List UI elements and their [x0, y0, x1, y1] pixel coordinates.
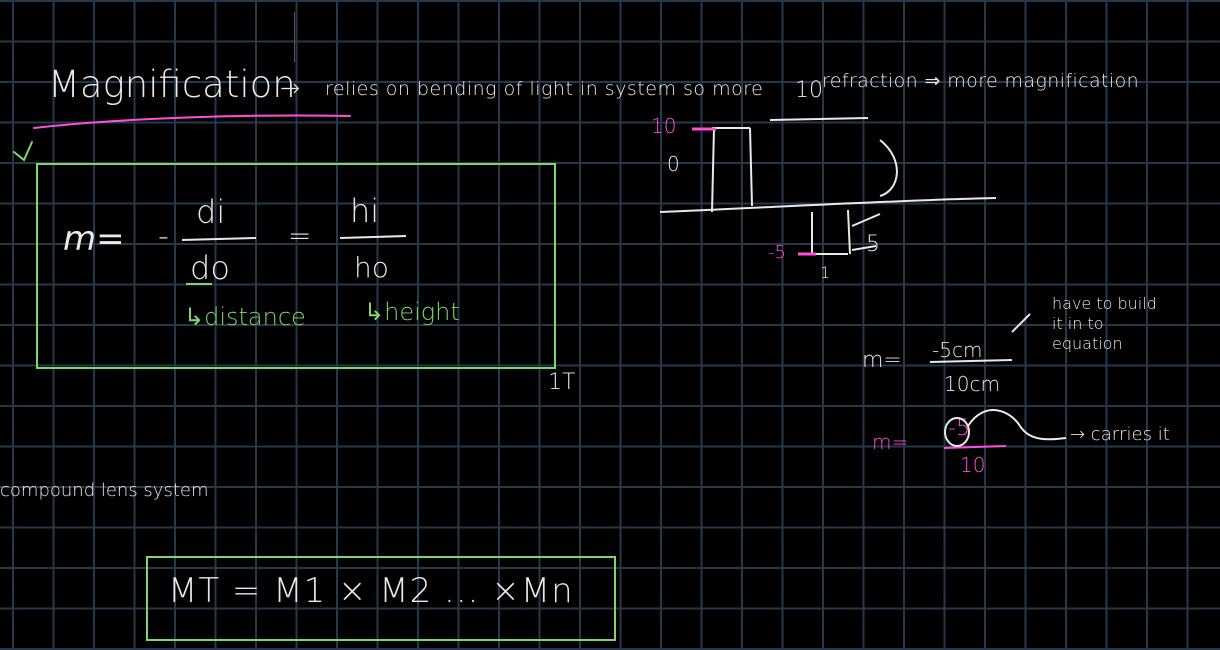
fraction-bar-left — [181, 237, 257, 241]
magnification-formula-box — [36, 163, 556, 369]
example-numerator-2: -5 — [948, 416, 970, 441]
bracket-5 — [851, 213, 881, 251]
example-numerator: -5cm — [932, 338, 983, 362]
lens-curve — [879, 139, 898, 197]
formula-rhs-numerator: hi — [350, 192, 380, 230]
example-fraction-bar-2 — [943, 445, 1007, 449]
example-fraction-bar — [929, 359, 1013, 363]
diagram-label-neg5: -5 — [768, 242, 786, 263]
example-denominator-2: 10 — [960, 453, 986, 477]
compound-heading: compound lens system — [0, 480, 209, 501]
example-denominator: 10cm — [944, 372, 1000, 396]
label-height: ↳height — [364, 298, 460, 326]
magnification-description: relies on bending of light in system so … — [325, 78, 764, 100]
compound-formula-box — [146, 556, 616, 641]
diagram-label-1: 1 — [820, 263, 831, 282]
principal-axis — [659, 197, 997, 213]
formula-numerator: di — [196, 193, 226, 231]
formula-minus: - — [158, 219, 169, 254]
corner-mark: 1T — [548, 370, 576, 395]
label-distance: ↳distance — [184, 303, 306, 331]
diagram-label-5: 5 — [866, 232, 880, 257]
example-arrow-note: → carries it — [1070, 424, 1170, 445]
superscript-ten: 10 — [795, 78, 823, 103]
text-cursor — [294, 12, 295, 62]
lens-top — [769, 117, 869, 121]
diagram-label-10: 10 — [651, 114, 677, 138]
example-m-label: m= — [862, 348, 902, 373]
example-note: have to build it in to equation — [1052, 294, 1157, 353]
formula-lhs: m= — [63, 219, 125, 259]
heading-underline — [33, 114, 351, 129]
object-right — [749, 127, 753, 207]
fraction-bar-right — [339, 235, 407, 239]
example-m-label-2: m= — [872, 430, 909, 454]
magnification-heading: Magnification — [48, 63, 296, 106]
formula-denominator: do — [190, 249, 230, 287]
formula-equals: = — [288, 219, 312, 252]
magnification-continued: refraction ⇒ more magnification — [822, 70, 1140, 92]
object-left — [711, 127, 715, 213]
formula-rhs-denominator: ho — [354, 251, 389, 284]
example-note-arrow — [1011, 313, 1031, 333]
minus-sign-circle — [944, 417, 970, 447]
arrow-glyph: → — [280, 74, 301, 102]
image-right — [847, 209, 851, 255]
check-mark — [13, 141, 33, 162]
compound-formula: MT = M1 × M2 ... ×Mn — [168, 571, 574, 611]
diagram-label-0: 0 — [667, 152, 680, 176]
carries-loop — [967, 409, 1067, 441]
